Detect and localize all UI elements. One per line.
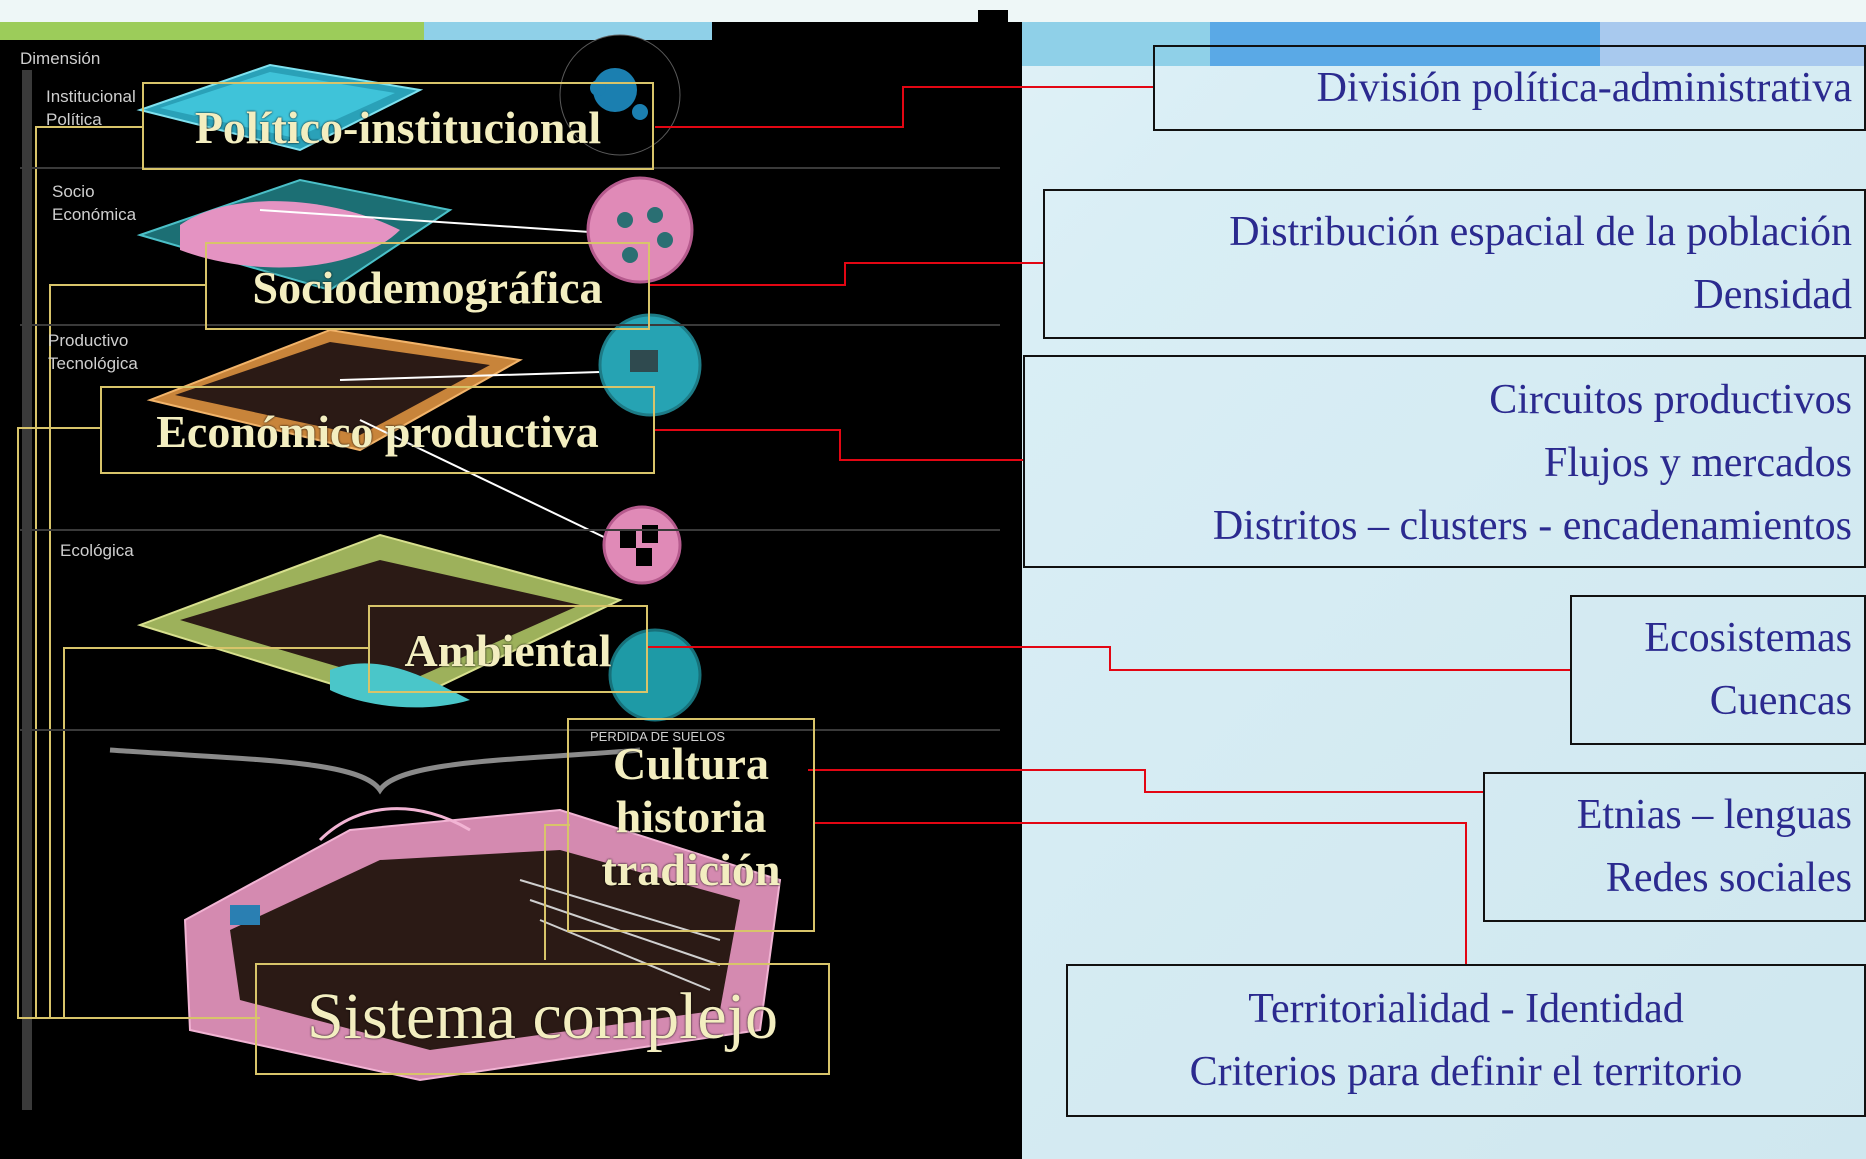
description-ambiente-line-1: Ecosistemas — [1644, 615, 1852, 661]
dimension-ecologica-label: Ecológica — [60, 541, 134, 560]
diagram-panel-bottom — [0, 1100, 1008, 1159]
description-ambiente: Ecosistemas Cuencas — [1570, 595, 1866, 745]
dimension-axis — [22, 70, 32, 1110]
diagram-panel-tab — [712, 22, 1022, 42]
description-economia-line-2: Flujos y mercados — [1544, 440, 1852, 486]
red-connectors — [648, 86, 1570, 964]
description-politica: División política-administrativa — [1153, 45, 1866, 131]
seal-logo — [559, 34, 681, 156]
description-ambiente-line-2: Cuencas — [1709, 678, 1852, 724]
description-territorio-line-2: Criterios para definir el territorio — [1189, 1049, 1743, 1095]
diagram-panel-notch — [978, 10, 1008, 26]
socio-platform-illustration — [136, 176, 694, 292]
terrain-illustration — [183, 807, 782, 1082]
dimension-socio-label: Socio Económica — [52, 182, 137, 224]
cultura-line-3: tradición — [601, 843, 781, 895]
ambiental-label: Ambiental — [368, 605, 648, 693]
description-cultura-line-1: Etnias – lenguas — [1576, 792, 1852, 838]
description-territorio-line-1: Territorialidad - Identidad — [1248, 986, 1684, 1032]
description-politica-line-1: División política-administrativa — [1316, 65, 1852, 111]
cultura-historia-label: Cultura historia tradición — [567, 718, 815, 932]
description-poblacion: Distribución espacial de la población De… — [1043, 189, 1866, 339]
description-economia-line-3: Distritos – clusters - encadenamientos — [1212, 503, 1852, 549]
dimension-productivo-label: Productivo Tecnológica — [48, 331, 138, 373]
brace-shape — [109, 747, 641, 795]
description-economia: Circuitos productivos Flujos y mercados … — [1023, 355, 1866, 568]
cultura-line-1: Cultura — [613, 738, 769, 789]
description-poblacion-line-1: Distribución espacial de la población — [1229, 209, 1852, 255]
description-economia-line-1: Circuitos productivos — [1489, 377, 1852, 423]
economico-platform-illustration — [146, 313, 702, 585]
description-cultura-line-2: Redes sociales — [1605, 855, 1852, 901]
economico-productiva-label: Económico productiva — [100, 386, 655, 474]
cultura-line-2: historia — [615, 790, 767, 842]
top-soft-accent — [1600, 22, 1866, 66]
description-territorio: Territorialidad - Identidad Criterios pa… — [1066, 964, 1866, 1117]
politico-platform-illustration — [136, 63, 424, 152]
description-poblacion-line-2: Densidad — [1693, 272, 1852, 318]
ambiental-platform-illustration — [136, 533, 702, 722]
dimension-suelos-label: PERDIDA DE SUELOS — [590, 729, 726, 744]
description-cultura: Etnias – lenguas Redes sociales — [1483, 772, 1866, 922]
dimension-institucional-label: Institucional Política — [46, 87, 136, 129]
sistema-complejo-label: Sistema complejo — [255, 963, 830, 1075]
sociodemografica-label: Sociodemográfica — [205, 242, 650, 330]
yellow-connectors — [17, 126, 570, 1019]
politico-institucional-label: Político-institucional — [142, 82, 654, 170]
dimension-title: Dimensión — [20, 49, 101, 68]
top-bar — [0, 0, 1866, 22]
top-green-accent — [0, 22, 424, 42]
